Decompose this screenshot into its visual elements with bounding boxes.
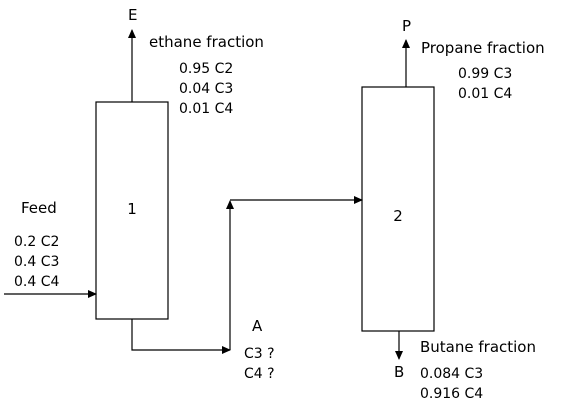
stream-e-comp-2: 0.04 C3 <box>179 81 233 97</box>
stream-a-comp-1: C3 ? <box>244 346 275 362</box>
column-2 <box>361 86 435 332</box>
stream-b-name: B <box>394 363 404 381</box>
feed-comp-2: 0.4 C3 <box>14 254 59 270</box>
column-2-label: 2 <box>393 207 403 225</box>
stream-a-line <box>131 319 231 354</box>
stream-b-title: Butane fraction <box>420 338 536 356</box>
stream-a-name: A <box>252 317 263 335</box>
stream-p-comp-1: 0.99 C3 <box>458 66 512 82</box>
stream-e-title: ethane fraction <box>149 33 264 51</box>
feed-comp-3: 0.4 C4 <box>14 274 59 290</box>
feed-comp-1: 0.2 C2 <box>14 234 59 250</box>
column-1-label: 1 <box>127 200 137 218</box>
stream-e-comp-3: 0.01 C4 <box>179 101 233 117</box>
feed-title: Feed <box>21 199 57 217</box>
column-1 <box>95 101 169 320</box>
stream-e-comp-1: 0.95 C2 <box>179 61 233 77</box>
stream-p-title: Propane fraction <box>421 39 545 57</box>
stream-p-name: P <box>402 17 411 35</box>
stream-p-comp-2: 0.01 C4 <box>458 86 512 102</box>
stream-b-comp-2: 0.916 C4 <box>420 386 483 402</box>
stream-b-comp-1: 0.084 C3 <box>420 366 483 382</box>
stream-a-comp-2: C4 ? <box>244 366 275 382</box>
stream-e-name: E <box>128 6 137 24</box>
